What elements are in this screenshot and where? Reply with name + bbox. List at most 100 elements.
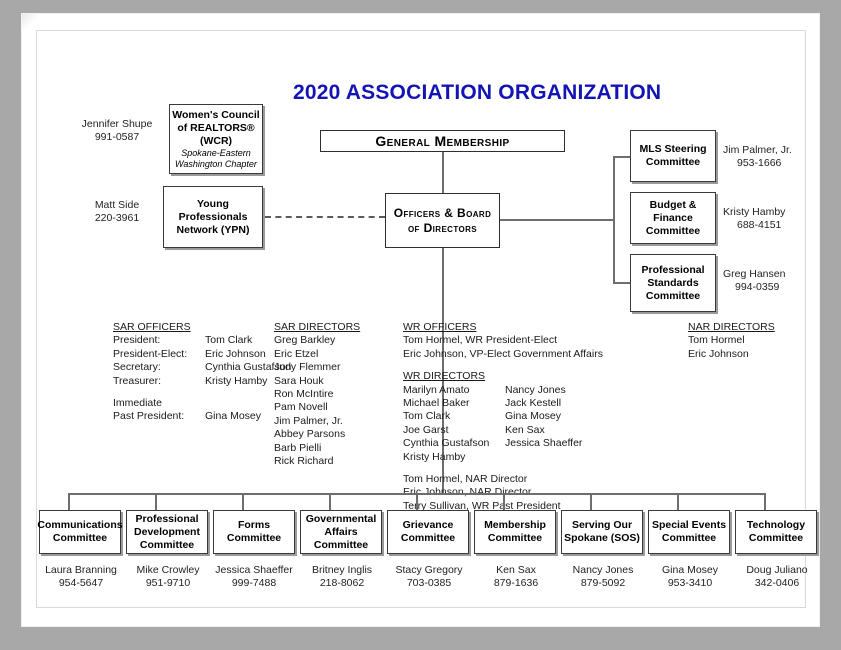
sar-director-name: Eric Etzel bbox=[274, 347, 319, 360]
box-grievance-committee[interactable]: Grievance Committee bbox=[387, 510, 469, 554]
box-mls-steering-committee[interactable]: MLS Steering Committee bbox=[630, 130, 716, 182]
nar-director-name: Eric Johnson bbox=[688, 347, 749, 360]
forms-committee-contact: Jessica Shaeffer 999-7488 bbox=[207, 564, 301, 590]
connector-membership-to-board bbox=[442, 152, 444, 197]
sar-past-president-role: Past President: bbox=[113, 410, 185, 423]
ypn-contact-phone: 220-3961 bbox=[94, 212, 140, 224]
wr-director-name: Nancy Jones bbox=[505, 383, 566, 396]
roster-sar-officers: SAR OFFICERS President:Tom Clark Preside… bbox=[113, 321, 291, 424]
sar-past-president-row: Past President: Gina Mosey bbox=[113, 410, 291, 423]
wr-officers-heading: WR OFFICERS bbox=[403, 321, 477, 333]
mls-steering-label: MLS Steering Committee bbox=[639, 143, 707, 168]
box-technology-committee[interactable]: Technology Committee bbox=[735, 510, 817, 554]
sar-director-name: Jim Palmer, Jr. bbox=[274, 414, 343, 427]
nar-director-name: Tom Hormel bbox=[688, 334, 745, 347]
committee-drop bbox=[764, 493, 766, 511]
sar-officer-person: Kristy Hamby bbox=[205, 374, 268, 387]
wr-director-name: Joe Garst bbox=[403, 423, 449, 436]
connector-spine-to-professional-standards bbox=[613, 282, 631, 284]
box-communications-committee[interactable]: Communications Committee bbox=[37, 510, 123, 554]
box-officers-board-of-directors[interactable]: Officers & Board of Directors bbox=[385, 193, 500, 248]
sar-officer-row: Secretary:Cynthia Gustafson bbox=[113, 361, 291, 374]
sar-director-name: Greg Barkley bbox=[274, 334, 336, 347]
box-governmental-affairs-committee[interactable]: Governmental Affairs Committee bbox=[300, 510, 382, 554]
mls-steering-contact-phone: 953-1666 bbox=[737, 157, 782, 169]
wcr-box-subtitle: Spokane-Eastern Washington Chapter bbox=[175, 147, 257, 169]
connector-spine-to-mls bbox=[613, 156, 631, 158]
sar-officer-role: Secretary: bbox=[113, 361, 161, 374]
committee-drop bbox=[68, 493, 70, 511]
sar-director-name: Ron McIntire bbox=[274, 388, 334, 401]
box-special-events-committee[interactable]: Special Events Committee bbox=[648, 510, 730, 554]
professional-standards-contact-name: Greg Hansen bbox=[723, 268, 786, 280]
wcr-contact-name: Jennifer Shupe bbox=[81, 118, 153, 130]
budget-finance-contact: Kristy Hamby 688-4151 bbox=[723, 206, 813, 232]
box-forms-committee[interactable]: Forms Committee bbox=[213, 510, 295, 554]
box-professional-development-committee[interactable]: Professional Development Committee bbox=[126, 510, 208, 554]
committee-contact-phone: 951-9710 bbox=[145, 577, 191, 589]
professional-standards-contact: Greg Hansen 994-0359 bbox=[723, 268, 813, 294]
sar-officer-row: President-Elect: Eric Johnson bbox=[113, 348, 291, 361]
box-professional-standards-committee[interactable]: Professional Standards Committee bbox=[630, 254, 716, 312]
committee-contact-name: Nancy Jones bbox=[572, 564, 634, 576]
wr-director-name: Michael Baker bbox=[403, 397, 470, 410]
roster-sar-directors: SAR DIRECTORS Greg Barkley Eric Etzel Ju… bbox=[274, 321, 360, 468]
mls-steering-contact-name: Jim Palmer, Jr. bbox=[723, 144, 792, 156]
committee-contact-name: Stacy Gregory bbox=[395, 564, 463, 576]
committee-drop bbox=[590, 493, 592, 511]
committee-contact-phone: 954-5647 bbox=[58, 577, 104, 589]
committee-label: Serving Our Spokane (SOS) bbox=[564, 519, 640, 544]
wcr-contact-phone: 991-0587 bbox=[94, 131, 140, 143]
budget-finance-contact-name: Kristy Hamby bbox=[723, 206, 786, 218]
ypn-box-title: Young Professionals Network (YPN) bbox=[176, 197, 250, 236]
committee-contact-name: Doug Juliano bbox=[746, 564, 808, 576]
committee-contact-name: Britney Inglis bbox=[311, 564, 373, 576]
governmental-affairs-committee-contact: Britney Inglis 218-8062 bbox=[296, 564, 388, 590]
membership-committee-contact: Ken Sax 879-1636 bbox=[470, 564, 562, 590]
communications-committee-contact: Laura Branning 954-5647 bbox=[35, 564, 127, 590]
box-general-membership[interactable]: General Membership bbox=[320, 130, 565, 152]
committee-contact-name: Laura Branning bbox=[45, 564, 117, 576]
sar-officer-person: Eric Johnson bbox=[205, 347, 266, 360]
committee-label: Grievance Committee bbox=[400, 519, 456, 544]
box-serving-our-spokane-committee[interactable]: Serving Our Spokane (SOS) bbox=[561, 510, 643, 554]
org-chart-canvas: 2020 ASSOCIATION ORGANIZATION Jennifer S… bbox=[35, 31, 817, 607]
box-young-professionals-network[interactable]: Young Professionals Network (YPN) bbox=[163, 186, 263, 248]
wr-director-name: Kristy Hamby bbox=[403, 450, 466, 463]
general-membership-label: General Membership bbox=[375, 133, 510, 149]
wr-director-name: Jessica Shaeffer bbox=[505, 437, 583, 450]
chart-frame: 2020 ASSOCIATION ORGANIZATION Jennifer S… bbox=[35, 30, 817, 608]
professional-development-committee-contact: Mike Crowley 951-9710 bbox=[122, 564, 214, 590]
wr-director-name: Cynthia Gustafson bbox=[403, 437, 490, 450]
budget-finance-label: Budget & Finance Committee bbox=[645, 198, 701, 237]
sar-director-name: Pam Novell bbox=[274, 401, 328, 414]
box-womens-council-realtors[interactable]: Women's Council of REALTORS® (WCR) Spoka… bbox=[169, 104, 263, 174]
committee-label: Membership Committee bbox=[484, 519, 546, 544]
ypn-contact: Matt Side 220-3961 bbox=[69, 199, 165, 225]
committee-contact-name: Gina Mosey bbox=[661, 564, 719, 576]
wr-nar-line: Terry Sullivan, WR Past President bbox=[403, 499, 561, 512]
committee-contact-phone: 999-7488 bbox=[231, 577, 277, 589]
sar-officer-role: President-Elect: bbox=[113, 347, 188, 360]
officers-board-label: Officers & Board of Directors bbox=[393, 205, 492, 235]
wr-officer-line: Eric Johnson, VP-Elect Government Affair… bbox=[403, 347, 603, 360]
sar-director-name: Abbey Parsons bbox=[274, 428, 346, 441]
connector-board-trunk bbox=[442, 248, 444, 493]
sar-past-president-person: Gina Mosey bbox=[205, 410, 262, 423]
technology-committee-contact: Doug Juliano 342-0406 bbox=[731, 564, 823, 590]
committee-contact-phone: 218-8062 bbox=[319, 577, 365, 589]
sar-director-name: Judy Flemmer bbox=[274, 361, 341, 374]
committee-label: Governmental Affairs Committee bbox=[305, 512, 377, 551]
special-events-committee-contact: Gina Mosey 953-3410 bbox=[644, 564, 736, 590]
sar-directors-heading: SAR DIRECTORS bbox=[274, 321, 361, 333]
committee-contact-name: Mike Crowley bbox=[136, 564, 200, 576]
box-membership-committee[interactable]: Membership Committee bbox=[474, 510, 556, 554]
chart-title: 2020 ASSOCIATION ORGANIZATION bbox=[293, 81, 662, 104]
sar-director-name: Barb Pielli bbox=[274, 441, 322, 454]
committee-label: Professional Development Committee bbox=[134, 512, 200, 551]
sar-officers-heading: SAR OFFICERS bbox=[113, 321, 191, 333]
grievance-committee-contact: Stacy Gregory 703-0385 bbox=[383, 564, 475, 590]
wcr-contact: Jennifer Shupe 991-0587 bbox=[69, 118, 165, 144]
box-budget-finance-committee[interactable]: Budget & Finance Committee bbox=[630, 192, 716, 244]
connector-ypn-to-board bbox=[265, 216, 385, 218]
